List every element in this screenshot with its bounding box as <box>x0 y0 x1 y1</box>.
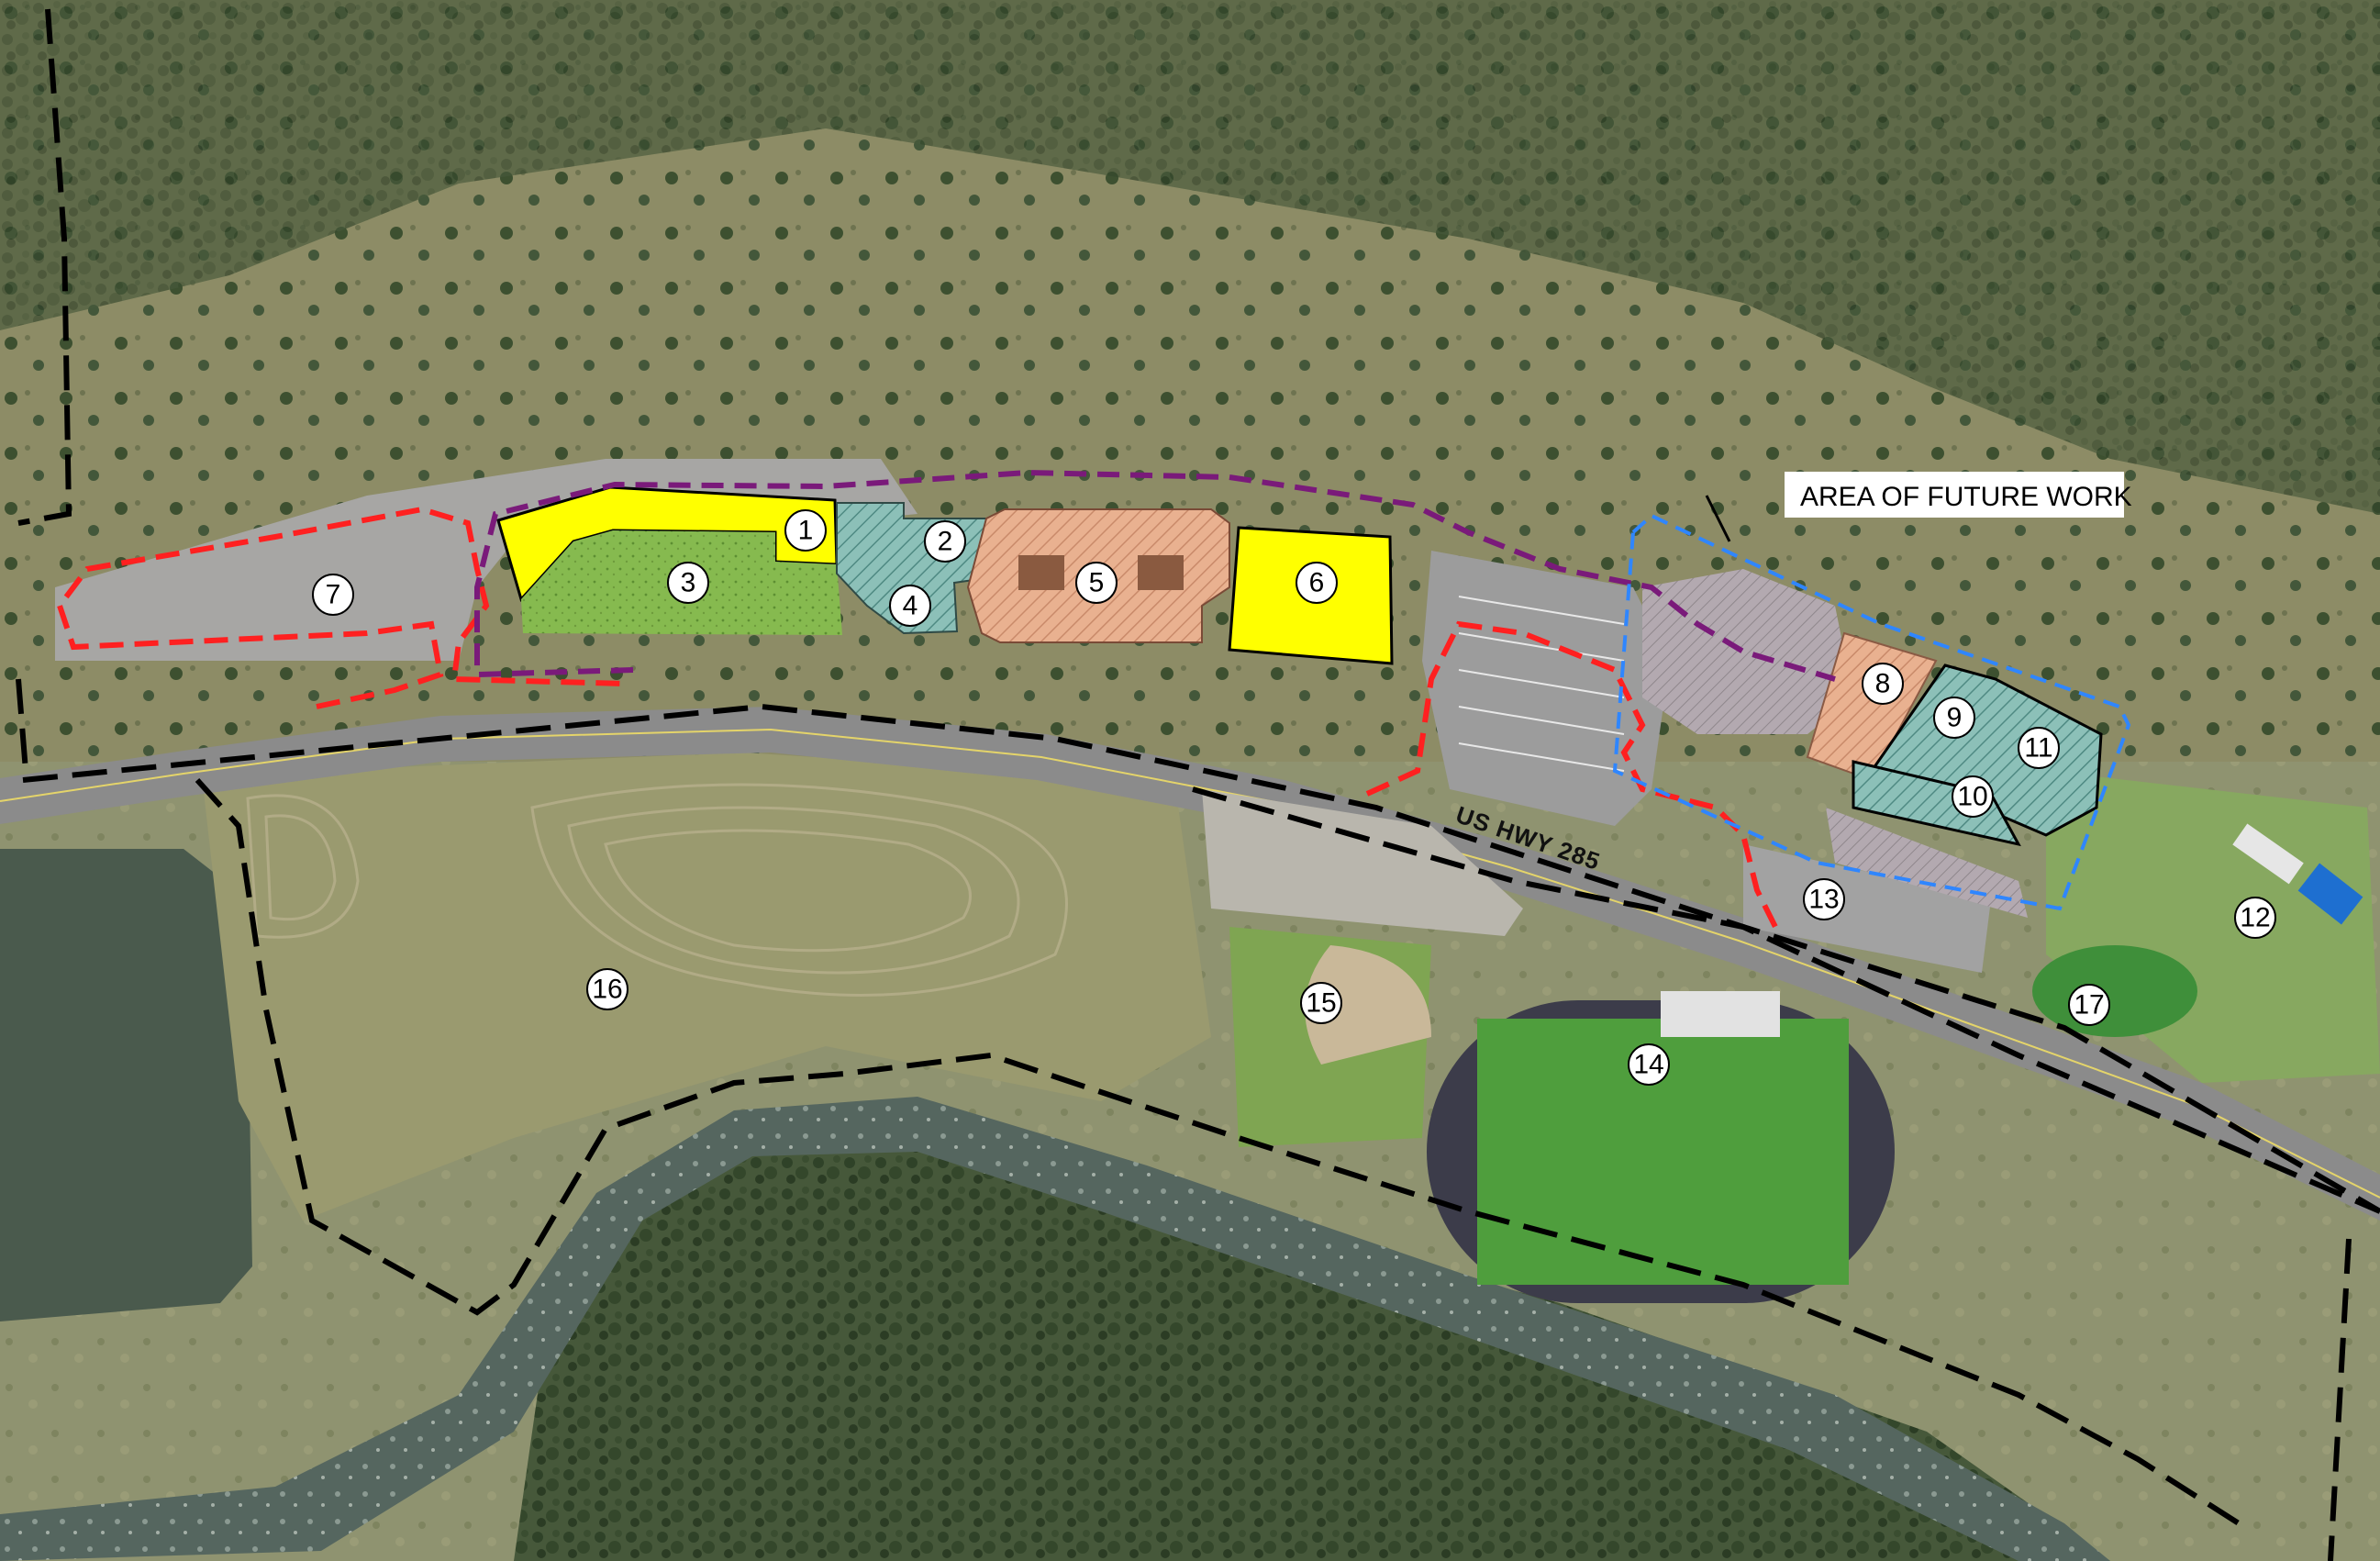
site-marker-circle <box>2068 984 2110 1026</box>
site-marker-label: 11 <box>2024 733 2052 764</box>
site-marker-4: 4 <box>889 585 931 627</box>
site-marker-circle <box>312 574 354 616</box>
site-marker-label: 3 <box>681 568 696 598</box>
site-marker-circle <box>1628 1043 1670 1086</box>
site-marker-circle <box>924 520 966 563</box>
site-marker-circle <box>667 562 709 604</box>
future-work-label: AREA OF FUTURE WORK <box>1800 482 2132 512</box>
site-marker-3: 3 <box>667 562 709 604</box>
site-marker-circle <box>2018 727 2060 769</box>
site-marker-label: 13 <box>1808 885 1839 915</box>
building-5-roof-right <box>1138 555 1184 590</box>
site-marker-label: 8 <box>1875 669 1891 699</box>
site-marker-5: 5 <box>1075 562 1118 604</box>
field-contours <box>246 783 1068 998</box>
site-marker-12: 12 <box>2234 897 2276 939</box>
site-marker-label: 1 <box>798 516 814 546</box>
parking-lot-east <box>1422 551 1670 826</box>
fire-lane-red <box>56 506 1778 929</box>
site-marker-6: 6 <box>1296 562 1338 604</box>
site-marker-10: 10 <box>1952 775 1994 818</box>
site-marker-label: 7 <box>326 580 341 610</box>
site-marker-label: 9 <box>1947 703 1963 733</box>
site-marker-13: 13 <box>1803 878 1845 920</box>
site-marker-circle <box>889 585 931 627</box>
site-marker-7: 7 <box>312 574 354 616</box>
site-marker-label: 16 <box>592 975 622 1005</box>
site-marker-label: 14 <box>1633 1050 1663 1080</box>
site-marker-circle <box>1952 775 1994 818</box>
site-marker-circle <box>1075 562 1118 604</box>
site-marker-14: 14 <box>1628 1043 1670 1086</box>
site-marker-9: 9 <box>1933 697 1975 739</box>
pond <box>0 849 252 1321</box>
parking-stripes <box>1458 596 1625 772</box>
callout-leader <box>1705 495 1731 542</box>
site-marker-15: 15 <box>1300 982 1342 1024</box>
site-marker-label: 12 <box>2240 903 2270 933</box>
property-boundary <box>16 8 2380 1561</box>
site-marker-label: 17 <box>2074 990 2104 1020</box>
building-10-teal <box>1852 760 2021 847</box>
building-5-roof-left <box>1018 555 1064 590</box>
site-marker-label: 10 <box>1957 782 1987 812</box>
site-marker-16: 16 <box>586 968 628 1010</box>
future-work-gray-lot <box>1826 808 2028 918</box>
lot-13 <box>1743 844 1991 973</box>
site-marker-circle <box>586 968 628 1010</box>
infield-15 <box>1305 945 1431 1065</box>
blue-building <box>2297 863 2363 925</box>
site-marker-label: 6 <box>1309 568 1325 598</box>
limit-line-purple <box>474 469 1836 682</box>
site-marker-label: 5 <box>1089 568 1105 598</box>
gravel-lot <box>1202 789 1523 936</box>
site-marker-circle <box>1803 878 1845 920</box>
site-marker-label: 4 <box>903 591 918 621</box>
site-marker-label: 15 <box>1306 988 1336 1019</box>
site-marker-11: 11 <box>2018 727 2060 769</box>
site-marker-circle <box>1296 562 1338 604</box>
upper-forest <box>0 0 2380 514</box>
callout-box <box>1785 472 2124 518</box>
site-marker-circle <box>1933 697 1975 739</box>
site-marker-8: 8 <box>1862 663 1904 705</box>
site-marker-circle <box>784 509 827 552</box>
site-marker-label: 2 <box>938 527 953 557</box>
future-work-outline-blue <box>1612 513 2131 911</box>
site-marker-circle <box>1862 663 1904 705</box>
site-marker-2: 2 <box>924 520 966 563</box>
white-building <box>2232 823 2304 885</box>
river <box>0 1097 2110 1561</box>
lower-forest <box>514 1120 2110 1561</box>
site-marker-1: 1 <box>784 509 827 552</box>
site-marker-circle <box>1300 982 1342 1024</box>
site-marker-circle <box>2234 897 2276 939</box>
site-marker-17: 17 <box>2068 984 2110 1026</box>
track-building <box>1661 991 1780 1037</box>
field-17 <box>2032 945 2197 1037</box>
future-work-pavement <box>1642 569 1853 734</box>
